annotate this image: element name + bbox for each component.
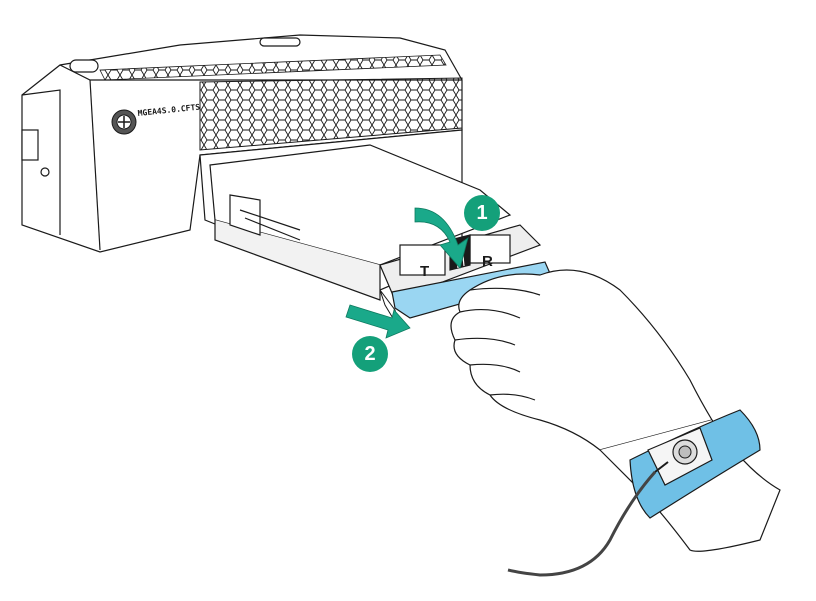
step-2-number: 2 [364, 343, 376, 365]
transceiver-module [209, 144, 542, 301]
esd-wrist-strap-icon [629, 409, 761, 519]
arrow-left-down-icon [345, 304, 411, 339]
curved-arrow-down-icon [414, 207, 469, 269]
port-label-t: T [420, 263, 429, 280]
thumbscrew-icon [111, 109, 137, 135]
vent-grid [99, 54, 463, 151]
port-label-r: R [482, 253, 493, 270]
step-2-badge: 2 [352, 336, 388, 372]
hand-illustration [450, 269, 781, 552]
ground-cord [507, 471, 657, 577]
step-1-number: 1 [476, 202, 488, 224]
step-1-badge: 1 [464, 195, 500, 231]
